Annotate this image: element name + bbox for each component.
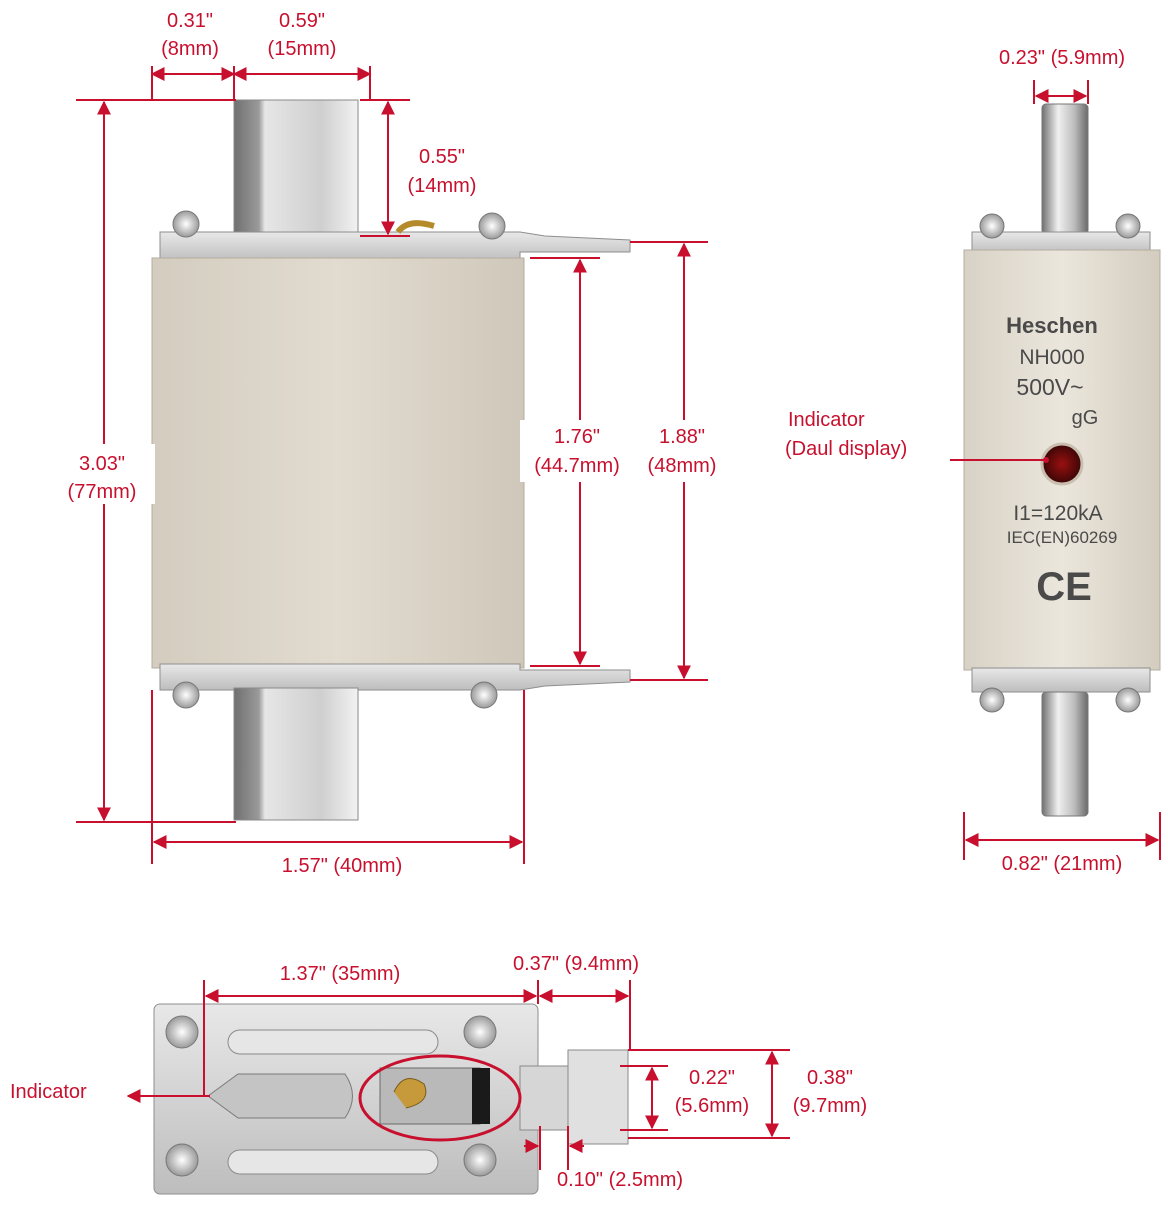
bottom-blade — [233, 687, 359, 821]
side-bottom-plate — [971, 667, 1151, 693]
total-height-in: 3.03" — [79, 453, 125, 475]
screw — [470, 681, 498, 709]
top-offset-mm: (8mm) — [161, 38, 219, 60]
standard-label: IEC(EN)60269 — [1007, 528, 1118, 547]
screw — [165, 1015, 199, 1049]
screw — [979, 213, 1005, 239]
blade-slot — [207, 1073, 353, 1119]
screw — [463, 1143, 497, 1177]
tab-outer-mm: (9.7mm) — [793, 1095, 867, 1117]
top-offset-in: 0.31" — [167, 10, 213, 32]
tab-inner-in: 0.22" — [689, 1067, 735, 1089]
screw — [1115, 687, 1141, 713]
body-height-in: 1.76" — [554, 426, 600, 448]
capacity-label: I1=120kA — [1013, 502, 1102, 525]
slot-upper — [227, 1029, 439, 1055]
top-indicator-label: Indicator — [10, 1081, 87, 1103]
blade-thickness-label: 0.23" (5.9mm) — [999, 47, 1125, 69]
indicator-spring — [395, 220, 435, 234]
slot-lower — [227, 1149, 439, 1175]
model-label: NH000 — [1019, 346, 1084, 369]
top-view: 1.37" (35mm) 0.37" (9.4mm) 0.22" (5.6mm)… — [10, 953, 867, 1195]
body-height-mm: (44.7mm) — [534, 455, 620, 477]
indicator-window — [1040, 442, 1084, 486]
side-view: Heschen NH000 500V~ gG I1=120kA IEC(EN)6… — [785, 47, 1161, 875]
indicator-mechanism — [379, 1067, 481, 1125]
body-width-label: 1.57" (40mm) — [282, 855, 402, 877]
blade-width-mm: (15mm) — [268, 38, 337, 60]
top-blade — [233, 99, 359, 236]
top-pin — [1041, 103, 1089, 235]
blade-height-in: 0.55" — [419, 146, 465, 168]
class-label: gG — [1072, 407, 1099, 429]
fuse-body — [151, 257, 525, 669]
plate-height-in: 1.88" — [659, 426, 705, 448]
screw — [478, 212, 506, 240]
indicator-label-line1: Indicator — [788, 409, 865, 431]
bottom-plate — [159, 663, 631, 691]
tab-tip — [567, 1049, 629, 1145]
front-view: 0.31" (8mm) 0.59" (15mm) 0.55" (14mm) 3.… — [40, 10, 726, 877]
side-width-label: 0.82" (21mm) — [1002, 853, 1122, 875]
tab-gap-label: 0.10" (2.5mm) — [557, 1169, 683, 1191]
screw — [979, 687, 1005, 713]
blade-height-mm: (14mm) — [408, 175, 477, 197]
indicator-label-line2: (Daul display) — [785, 438, 907, 460]
tab-outer-in: 0.38" — [807, 1067, 853, 1089]
indicator-highlight — [358, 1054, 522, 1142]
screw — [1115, 213, 1141, 239]
screw — [172, 681, 200, 709]
slot-length-label: 1.37" (35mm) — [280, 963, 400, 985]
screw — [172, 210, 200, 238]
total-height-mm: (77mm) — [68, 481, 137, 503]
bottom-pin — [1041, 691, 1089, 817]
plate-height-mm: (48mm) — [648, 455, 717, 477]
tab-inner-mm: (5.6mm) — [675, 1095, 749, 1117]
ce-mark: CE — [1036, 565, 1092, 609]
screw — [463, 1015, 497, 1049]
brand-label: Heschen — [1006, 313, 1098, 338]
blade-width-in: 0.59" — [279, 10, 325, 32]
screw — [165, 1143, 199, 1177]
voltage-label: 500V~ — [1016, 374, 1083, 400]
tab-length-label: 0.37" (9.4mm) — [513, 953, 639, 975]
